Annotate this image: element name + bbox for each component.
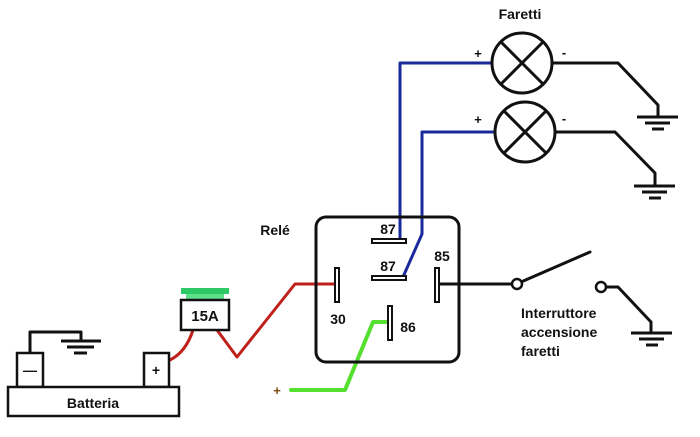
ground-icon: [61, 339, 101, 355]
switch-contact: [510, 277, 524, 291]
pin-86-label: 86: [400, 319, 416, 335]
lamp1-ground-wire: [550, 61, 660, 119]
battery: [6, 351, 181, 418]
battery-minus: —: [23, 362, 37, 378]
lamps-title: Faretti: [499, 6, 542, 22]
pin-85-label: 85: [434, 248, 450, 264]
lamp1-plus: +: [474, 46, 482, 61]
switch-label-1: Interruttore: [521, 305, 597, 321]
lamp1-wire: [398, 61, 494, 243]
switch-label-2: accensione: [521, 324, 597, 340]
fuse-rating: 15A: [191, 308, 219, 325]
pin-30: [334, 267, 340, 303]
lamp2-ground-wire: [554, 130, 657, 188]
switch-contact: [594, 280, 608, 294]
relay-title: Relé: [260, 222, 290, 238]
lamp1-minus: -: [562, 45, 566, 60]
ground-icon: [631, 331, 672, 347]
battery-plus: +: [152, 362, 160, 378]
lamp2-wire: [401, 130, 495, 279]
ground-icon: [637, 115, 678, 131]
battery-label: Batteria: [67, 395, 119, 411]
lamp2-plus: +: [474, 112, 482, 127]
switch-lever: [519, 250, 592, 284]
supply-plus: +: [273, 383, 281, 398]
pin-87-top-label: 87: [380, 221, 396, 237]
ground-icon: [634, 184, 675, 200]
lamp2-minus: -: [562, 111, 566, 126]
relay-box: [314, 215, 461, 364]
fuse: [179, 288, 231, 332]
lamp-icon: [493, 100, 557, 164]
pin-86: [387, 305, 393, 341]
control-wire: [289, 320, 390, 392]
switch-label-3: faretti: [521, 343, 560, 359]
switch-ground-wire: [604, 285, 653, 335]
pin-87-top: [371, 238, 407, 244]
pin-87-bottom: [371, 275, 407, 281]
pin-87-bottom-label: 87: [380, 258, 396, 274]
battery-fuse-wire: [168, 328, 195, 362]
lamp-icon: [490, 31, 554, 95]
pin-85: [434, 267, 440, 303]
battery-ground-wire: [28, 330, 83, 355]
pin-30-label: 30: [330, 311, 346, 327]
